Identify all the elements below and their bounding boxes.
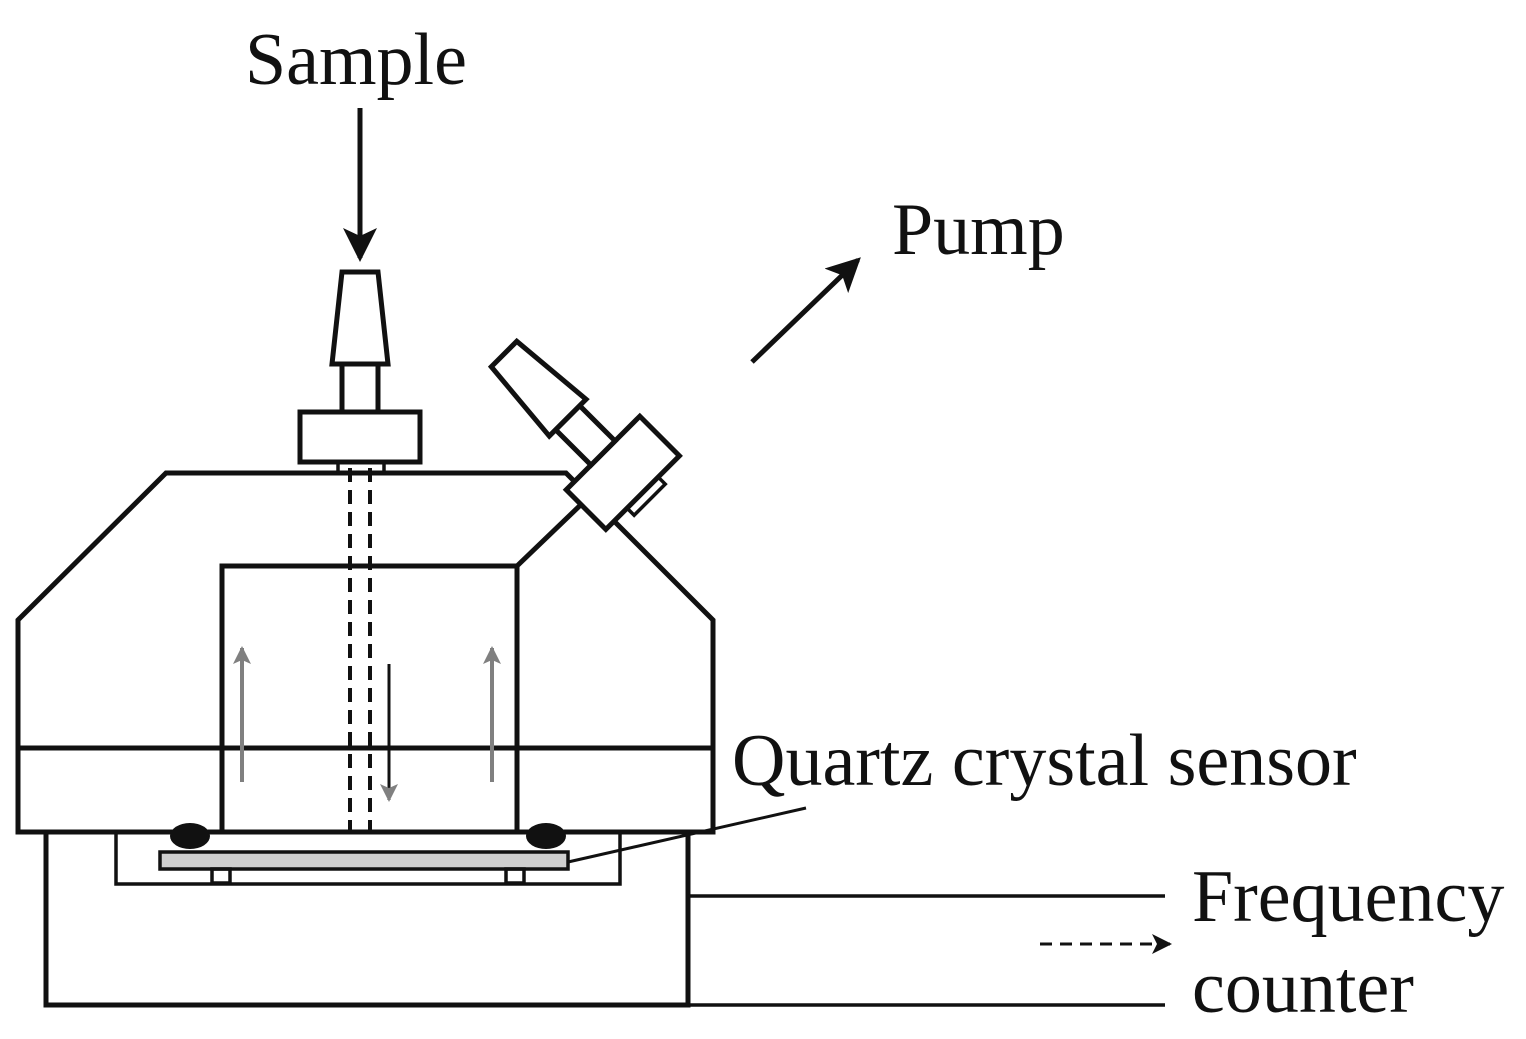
sample-fitting-stem <box>339 361 381 415</box>
pump-label: Pump <box>892 189 1065 271</box>
sample-fitting-nut <box>297 409 423 465</box>
quartz-crystal-sensor <box>158 850 570 871</box>
sample-fitting-taper <box>329 269 391 367</box>
sensor-recess <box>114 832 622 886</box>
pump-outlet-arrow <box>750 257 861 364</box>
pump-fitting-seal <box>624 474 668 518</box>
pump-fitting-taper <box>487 337 590 440</box>
pump-fitting <box>487 337 683 533</box>
frequency-counter-label-line1: Frequency <box>1192 856 1504 938</box>
sensor-support-right <box>504 867 526 885</box>
frequency-counter-label-line2: counter <box>1192 947 1414 1029</box>
o-ring-left <box>170 823 210 849</box>
sensor-support-left <box>210 867 232 885</box>
sensor-label: Quartz crystal sensor <box>732 720 1357 802</box>
sample-label: Sample <box>245 19 467 101</box>
base-housing <box>43 832 691 1008</box>
sensor-leader-line <box>567 806 807 864</box>
o-ring-right <box>526 823 566 849</box>
flow-cell-body <box>15 470 716 835</box>
sample-fitting-seal <box>336 460 386 475</box>
